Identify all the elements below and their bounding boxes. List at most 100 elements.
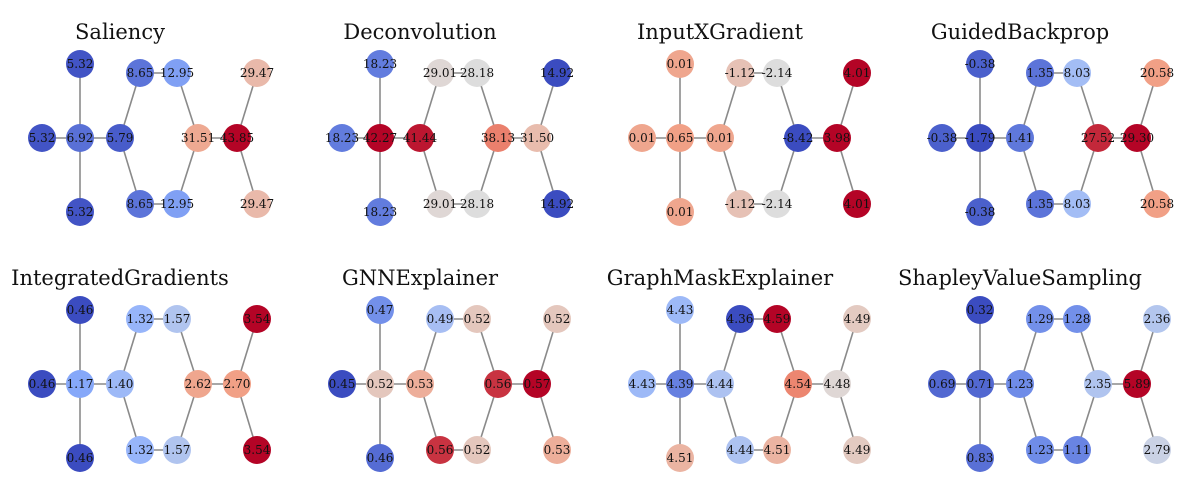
node-circle (1143, 190, 1171, 218)
node-circle (243, 190, 271, 218)
node-circle (543, 190, 571, 218)
node-circle (763, 59, 791, 87)
graph-node: 1.17 (66, 370, 94, 398)
node-circle (184, 370, 212, 398)
node-score-label: 6.92 (67, 131, 94, 145)
node-circle (484, 124, 512, 152)
graph-node: 0.01 (666, 50, 694, 78)
node-circle (666, 124, 694, 152)
node-score-label: 4.59 (764, 312, 791, 326)
graph-node: 1.57 (163, 436, 191, 464)
graph-node: 0.45 (328, 370, 356, 398)
graph-node: 8.03 (1063, 190, 1091, 218)
node-score-label: 4.48 (824, 377, 851, 391)
node-score-label: 3.54 (244, 443, 271, 457)
node-circle (163, 436, 191, 464)
node-score-label: 2.62 (185, 377, 212, 391)
graph-node: 0.52 (463, 305, 491, 333)
node-score-label: 0.56 (485, 377, 512, 391)
node-score-label: 1.41 (1007, 131, 1034, 145)
graph-node: 1.40 (106, 370, 134, 398)
panel-integratedgradients: IntegratedGradients0.461.170.460.461.401… (11, 266, 271, 472)
node-circle (1143, 305, 1171, 333)
node-score-label: 1.23 (1027, 443, 1054, 457)
node-score-label: 4.36 (727, 312, 754, 326)
node-circle (366, 370, 394, 398)
node-circle (426, 305, 454, 333)
graph-node: 5.32 (66, 50, 94, 78)
graph-node: 0.01 (628, 124, 656, 152)
node-circle (1084, 370, 1112, 398)
node-circle (243, 305, 271, 333)
graph-node: 8.65 (126, 190, 154, 218)
node-score-label: 2.79 (1144, 443, 1171, 457)
node-circle (1123, 124, 1151, 152)
node-circle (163, 305, 191, 333)
graph-node: 3.54 (243, 305, 271, 333)
node-score-label: 1.32 (127, 443, 154, 457)
node-score-label: 0.53 (544, 443, 571, 457)
node-circle (928, 370, 956, 398)
node-score-label: 28.18 (460, 66, 494, 80)
node-circle (463, 190, 491, 218)
node-score-label: 43.85 (220, 131, 254, 145)
graph-node: 18.23 (363, 50, 397, 78)
graph-node: -1.12 (725, 190, 755, 218)
node-circle (1006, 124, 1034, 152)
panel-title: GNNExplainer (342, 266, 499, 290)
node-score-label: 8.03 (1064, 66, 1091, 80)
node-circle (28, 124, 56, 152)
node-score-label: 0.52 (464, 312, 491, 326)
graph-node: 4.51 (763, 436, 791, 464)
node-score-label: 4.54 (785, 377, 812, 391)
node-circle (366, 296, 394, 324)
node-score-label: 1.35 (1027, 197, 1054, 211)
graph-node: 3.98 (823, 124, 851, 152)
node-score-label: 38.13 (481, 131, 515, 145)
graph-node: 0.46 (66, 444, 94, 472)
graph-node: 1.29 (1026, 305, 1054, 333)
graph-node: 6.92 (66, 124, 94, 152)
node-score-label: 0.52 (367, 377, 394, 391)
panel-title: GraphMaskExplainer (607, 266, 834, 290)
graph-node: 0.53 (406, 370, 434, 398)
node-score-label: 42.27 (363, 131, 397, 145)
node-score-label: -2.14 (762, 66, 793, 80)
graph-node: 5.32 (66, 198, 94, 226)
panel-title: Saliency (75, 20, 165, 44)
node-circle (763, 190, 791, 218)
node-circle (1026, 305, 1054, 333)
graph-node: 8.03 (1063, 59, 1091, 87)
graph-node: 1.32 (126, 305, 154, 333)
node-circle (406, 370, 434, 398)
graph-node: 29.30 (1120, 124, 1154, 152)
node-circle (543, 305, 571, 333)
panel-title: ShapleyValueSampling (898, 266, 1142, 290)
node-score-label: 31.51 (181, 131, 215, 145)
node-score-label: 0.53 (407, 377, 434, 391)
graph-node: 28.18 (460, 190, 494, 218)
node-circle (366, 198, 394, 226)
node-score-label: 4.01 (844, 66, 871, 80)
panel-title: GuidedBackprop (931, 20, 1109, 44)
graph-node: 42.27 (363, 124, 397, 152)
graph-node: 1.28 (1063, 305, 1091, 333)
graph-node: 1.23 (1006, 370, 1034, 398)
node-score-label: 0.56 (427, 443, 454, 457)
graph-node: 4.43 (628, 370, 656, 398)
graph-node: 4.51 (666, 444, 694, 472)
node-circle (523, 124, 551, 152)
node-circle (543, 436, 571, 464)
node-score-label: 31.50 (520, 131, 554, 145)
node-score-label: -2.14 (762, 197, 793, 211)
graph-node: 1.23 (1026, 436, 1054, 464)
node-circle (223, 124, 251, 152)
graph-node: 4.54 (784, 370, 812, 398)
node-circle (784, 370, 812, 398)
node-circle (163, 59, 191, 87)
node-score-label: 0.69 (929, 377, 956, 391)
node-score-label: 4.51 (667, 451, 694, 465)
